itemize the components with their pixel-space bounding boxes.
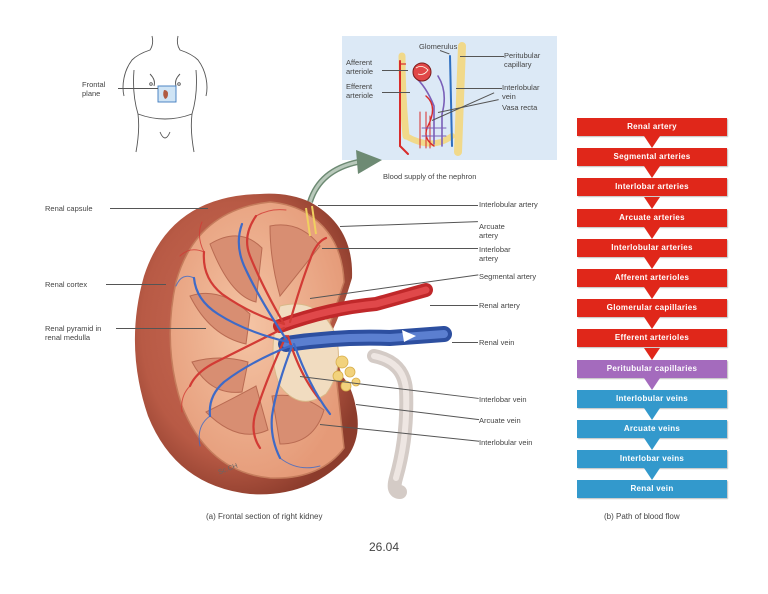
figure-number: 26.04	[368, 540, 400, 554]
interlobular-vein-label: Interlobular vein	[479, 438, 533, 447]
frontal-plane-label: Frontal plane	[82, 80, 106, 98]
leader-line	[452, 342, 478, 343]
leader-line	[382, 92, 410, 93]
leader-line	[430, 305, 478, 306]
peritubular-capillary-label: Peritubular capillary	[504, 51, 541, 69]
leader-line	[106, 284, 166, 285]
flow-arrow	[644, 408, 660, 420]
kidney-frontal-section	[134, 193, 452, 499]
flow-arrow	[644, 136, 660, 149]
flow-arrow	[644, 347, 660, 360]
interlobular-vein-inset-label: Interlobular vein	[502, 83, 540, 101]
flow-step: Segmental arteries	[577, 148, 727, 167]
interlobular-artery-label: Interlobular artery	[479, 200, 538, 209]
arcuate-vein-label: Arcuate vein	[479, 416, 521, 425]
flow-arrow	[644, 196, 660, 209]
inset-caption: Blood supply of the nephron	[383, 172, 477, 181]
flow-arrow	[644, 317, 660, 330]
vasa-recta-label: Vasa recta	[502, 103, 538, 112]
flow-step: Interlobular arteries	[577, 238, 727, 257]
zoom-arrow	[307, 150, 382, 203]
flow-arrow	[644, 377, 660, 390]
leader-line	[110, 208, 208, 209]
interlobar-vein-label: Interlobar vein	[479, 395, 527, 404]
flow-step: Renal artery	[577, 118, 727, 136]
leader-line	[456, 88, 502, 89]
flow-arrow	[644, 166, 660, 179]
body-outline-figure	[122, 35, 208, 153]
leader-line	[382, 70, 408, 71]
flow-arrow	[644, 438, 660, 451]
flow-step: Arcuate arteries	[577, 208, 727, 227]
renal-capsule-label: Renal capsule	[45, 204, 93, 213]
flow-arrow	[644, 468, 660, 481]
renal-pyramid-label: Renal pyramid in renal medulla	[45, 324, 102, 342]
efferent-arteriole-label: Efferent arteriole	[346, 82, 374, 100]
renal-artery-label: Renal artery	[479, 301, 520, 310]
leader-line	[318, 205, 478, 206]
arcuate-artery-label: Arcuate artery	[479, 222, 505, 240]
flow-arrow	[644, 287, 660, 300]
leader-line	[118, 88, 158, 89]
flow-arrow	[644, 257, 660, 269]
renal-vein-label: Renal vein	[479, 338, 515, 347]
leader-line	[116, 328, 206, 329]
flow-step: Interlobular veins	[577, 389, 727, 408]
afferent-arteriole-label: Afferent arteriole	[346, 58, 374, 76]
flow-step: Interlobar veins	[577, 450, 727, 469]
interlobar-artery-label: Interlobar artery	[479, 245, 511, 263]
leader-line	[322, 248, 478, 249]
flow-arrow	[644, 226, 660, 239]
renal-cortex-label: Renal cortex	[45, 280, 88, 289]
flow-caption: (b) Path of blood flow	[604, 512, 680, 521]
glomerulus-label: Glomerulus	[419, 42, 458, 51]
nephron-blood-supply-inset	[342, 36, 557, 160]
nephron-illustration	[398, 42, 466, 156]
flow-step: Renal vein	[577, 480, 727, 499]
flow-step: Interlobar arteries	[577, 178, 727, 197]
leader-line	[460, 56, 504, 57]
flow-step: Afferent arterioles	[577, 269, 727, 287]
flow-step: Efferent arterioles	[577, 329, 727, 348]
kidney-caption: (a) Frontal section of right kidney	[206, 512, 323, 521]
segmental-artery-label: Segmental artery	[479, 272, 537, 281]
flow-step: Arcuate veins	[577, 420, 727, 438]
flow-step: Glomerular capillaries	[577, 299, 727, 318]
flow-step: Peritubular capillaries	[577, 359, 727, 378]
